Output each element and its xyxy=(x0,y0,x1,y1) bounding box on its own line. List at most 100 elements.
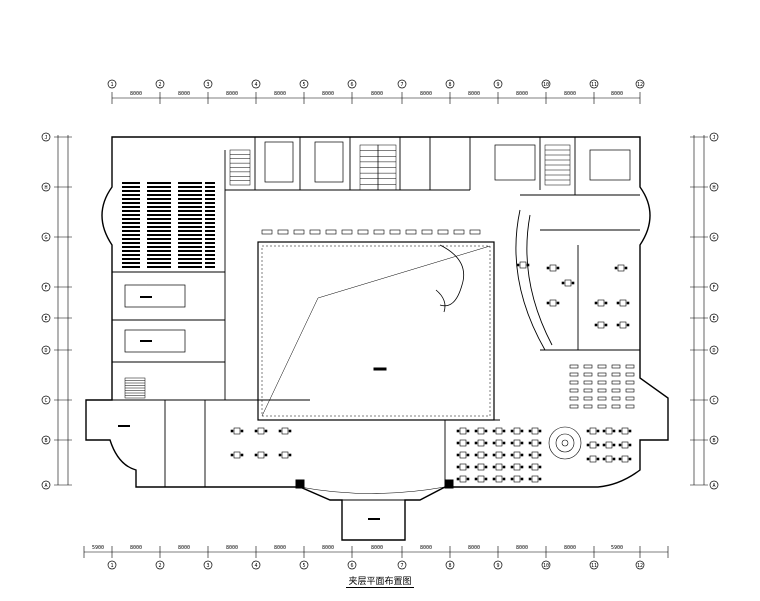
chair xyxy=(628,429,632,433)
chair xyxy=(474,477,478,481)
axis-bubble-label: 12 xyxy=(637,563,643,569)
chair xyxy=(456,441,460,445)
table xyxy=(531,439,539,447)
seat-row xyxy=(147,198,171,200)
seat-row xyxy=(205,266,215,268)
top-dimension-label: 8000 xyxy=(274,91,286,97)
chair xyxy=(520,429,524,433)
seat-row xyxy=(122,262,140,264)
seat-row xyxy=(122,238,140,240)
booth-seat xyxy=(569,404,579,409)
seat-row xyxy=(178,218,202,220)
table xyxy=(513,463,521,471)
chair xyxy=(502,453,506,457)
chair xyxy=(466,429,470,433)
table xyxy=(495,439,503,447)
meeting-rooms xyxy=(118,141,631,427)
table xyxy=(531,463,539,471)
booth-seat xyxy=(611,388,621,393)
axis-bubble-number xyxy=(155,560,165,570)
chair xyxy=(594,301,598,305)
chair xyxy=(456,453,460,457)
seat-row xyxy=(178,198,202,200)
chair xyxy=(628,443,632,447)
axis-bubble-label: B xyxy=(44,438,47,444)
table xyxy=(477,463,485,471)
building-outline xyxy=(85,136,669,541)
chair xyxy=(466,477,470,481)
chair xyxy=(528,465,532,469)
seat-row xyxy=(147,182,171,184)
top-dimension-label: 8000 xyxy=(516,91,528,97)
chair xyxy=(520,477,524,481)
chair xyxy=(466,453,470,457)
chair xyxy=(502,465,506,469)
axis-bubble-label: 8 xyxy=(448,563,451,569)
chair xyxy=(456,429,460,433)
seat-row xyxy=(178,214,202,216)
table xyxy=(513,475,521,483)
seat-row xyxy=(178,250,202,252)
table xyxy=(477,439,485,447)
counter-seat xyxy=(309,229,321,235)
chair xyxy=(526,263,530,267)
booth-seat xyxy=(625,380,635,385)
axis-bubble-letter xyxy=(709,232,719,242)
seat-row xyxy=(147,194,171,196)
seat-row xyxy=(147,202,171,204)
seat-row xyxy=(122,194,140,196)
chair xyxy=(586,443,590,447)
booth-seat xyxy=(597,372,607,377)
table xyxy=(531,427,539,435)
counter-seat xyxy=(373,229,385,235)
bottom-dimension-label: 8000 xyxy=(564,545,576,551)
chair xyxy=(538,465,542,469)
top-dimension-label: 8000 xyxy=(322,91,334,97)
booth-seat xyxy=(597,388,607,393)
chair xyxy=(288,429,292,433)
chair xyxy=(614,266,618,270)
table xyxy=(233,427,241,435)
chair xyxy=(624,266,628,270)
chair xyxy=(230,453,234,457)
seat-row xyxy=(178,258,202,260)
axis-bubble-label: 8 xyxy=(448,82,451,88)
drawing-title: 夹层平面布置图 xyxy=(0,574,760,588)
table xyxy=(257,451,265,459)
seat-row xyxy=(205,206,215,208)
right-dimension-chain xyxy=(690,135,708,486)
top-dimension-label: 8000 xyxy=(564,91,576,97)
axis-bubble-number xyxy=(397,79,407,89)
chair xyxy=(230,429,234,433)
chair xyxy=(278,429,282,433)
axis-bubble-letter xyxy=(709,480,719,490)
counter-seat xyxy=(341,229,353,235)
axis-bubble-number xyxy=(589,560,599,570)
axis-bubble-label: 1 xyxy=(110,563,113,569)
top-dimension-label: 8000 xyxy=(420,91,432,97)
table xyxy=(617,264,625,272)
axis-bubble-label: 4 xyxy=(254,563,257,569)
axis-bubble-label: 10 xyxy=(543,82,549,88)
seat-row xyxy=(205,202,215,204)
table xyxy=(495,427,503,435)
seat-row xyxy=(147,250,171,252)
bottom-dimension-label: 8000 xyxy=(130,545,142,551)
table xyxy=(477,451,485,459)
seat-row xyxy=(205,258,215,260)
chair xyxy=(546,266,550,270)
counter-seat xyxy=(277,229,289,235)
booth-seat xyxy=(611,404,621,409)
counter-seat xyxy=(437,229,449,235)
chair xyxy=(502,441,506,445)
chair xyxy=(240,429,244,433)
table xyxy=(589,455,597,463)
booth-seat xyxy=(583,404,593,409)
axis-bubble-number xyxy=(203,560,213,570)
top-dimension-label: 8000 xyxy=(178,91,190,97)
axis-bubble-label: 3 xyxy=(206,82,209,88)
table xyxy=(513,439,521,447)
seat-row xyxy=(122,202,140,204)
